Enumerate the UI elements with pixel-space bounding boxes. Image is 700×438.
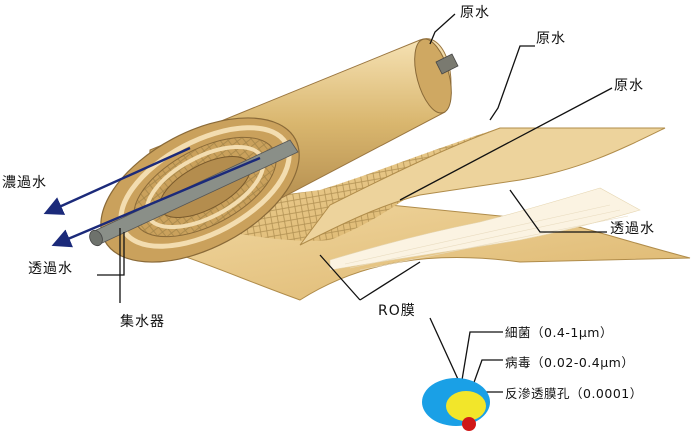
permeate-arrow [51, 156, 261, 248]
label-permeate-right: 透過水 [610, 221, 655, 237]
ro-pore-dot [462, 417, 476, 431]
leader-lines [97, 13, 613, 405]
label-permeate-left: 透過水 [28, 261, 73, 277]
label-bacteria: 細菌（0.4-1μm） [505, 325, 613, 340]
label-raw-water-mid: 原水 [536, 31, 566, 47]
label-concentrate: 濃過水 [2, 175, 47, 191]
concentrate-arrow [43, 146, 191, 215]
permeate-layer [329, 187, 641, 271]
label-raw-water-top: 原水 [460, 5, 490, 21]
label-raw-water-right: 原水 [614, 78, 644, 94]
label-ro-pore: 反滲透膜孔（0.0001） [505, 386, 643, 401]
collector-pipe-end [435, 53, 459, 75]
label-collector: 集水器 [120, 314, 165, 330]
virus-circle [446, 391, 486, 421]
membrane-sheet-top [299, 127, 666, 246]
label-virus: 病毒（0.02-0.4μm） [505, 355, 635, 370]
element-far-cap [414, 38, 452, 114]
label-ro-membrane: RO膜 [378, 303, 416, 319]
